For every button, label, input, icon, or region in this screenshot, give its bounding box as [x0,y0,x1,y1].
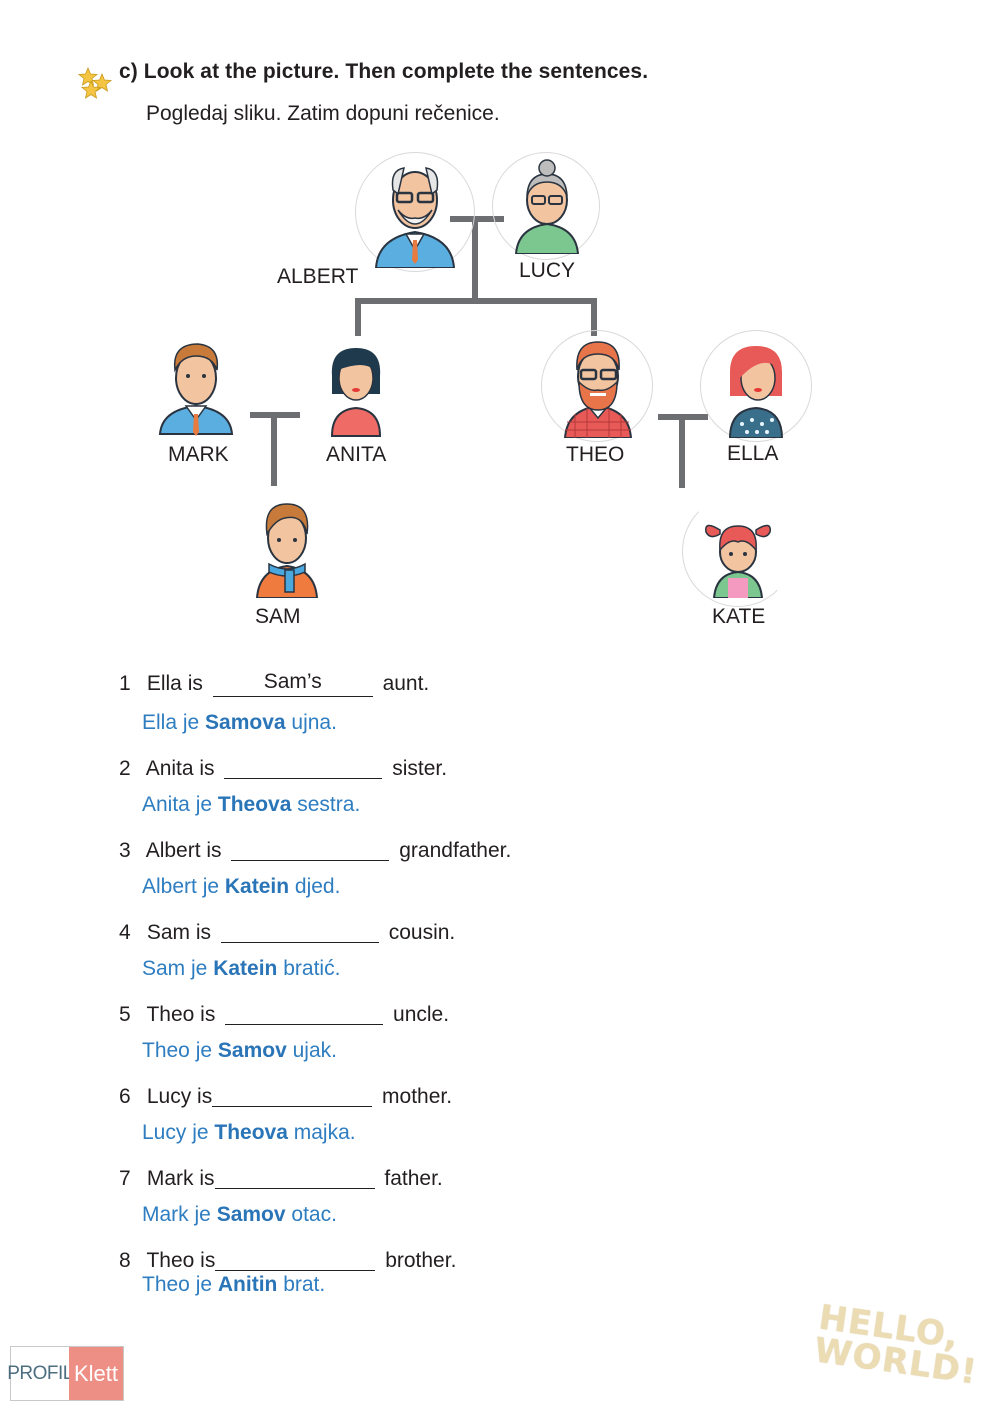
question-1: 1 Ella is Sam’s aunt. [119,670,430,697]
answer-text: Sam’s [263,670,322,693]
answer-blank-6[interactable] [212,1086,373,1107]
name-kate: KATE [712,605,766,628]
translation-6: Lucy je Theova majka. [142,1121,356,1144]
translation-2: Anita je Theova sestra. [142,793,361,816]
answer-blank-8[interactable] [215,1250,376,1271]
avatar-ella [728,346,784,438]
question-7: 7 Mark is father. [119,1167,443,1190]
translation-8: Theo je Anitin brat. [142,1273,326,1296]
translation-7: Mark je Samov otac. [142,1203,337,1226]
name-mark: MARK [168,443,229,466]
avatar-anita [330,348,382,437]
question-8: 8 Theo is brother. [119,1249,457,1272]
avatar-ring-ella [700,330,812,442]
question-text-before: Ella is [146,672,203,695]
publisher-logo-right: Klett [69,1347,123,1400]
avatar-sam [255,503,319,598]
exercise-subtitle: Pogledaj sliku. Zatim dopuni rečenice. [146,102,500,125]
avatar-theo [563,341,633,438]
stars-icon [78,66,113,99]
name-lucy: LUCY [519,259,576,282]
connector-albert-lucy-stem [472,216,478,302]
connector-to-kate [679,414,685,488]
connector-to-sam [271,412,277,486]
question-4: 4 Sam is cousin. [119,921,456,944]
question-3: 3 Albert is grandfather. [119,839,512,862]
answer-blank-4[interactable] [220,922,379,943]
translation-4: Sam je Katein bratić. [142,957,341,980]
name-ella: ELLA [727,442,779,465]
translation-5: Theo je Samov ujak. [142,1039,337,1062]
translation-1: Ella je Samova ujna. [142,711,337,734]
exercise-title: c) Look at the picture. Then complete th… [119,60,649,83]
name-anita: ANITA [326,443,387,466]
publisher-logo: PROFIL Klett [7,1346,124,1401]
avatar-albert [374,167,456,268]
avatar-ring-lucy [492,152,600,260]
avatar-ring-albert [355,152,475,272]
question-6: 6 Lucy is mother. [119,1085,453,1108]
series-logo: HELLO, WORLD! [811,1297,980,1393]
question-2: 2 Anita is sister. [119,757,448,780]
avatar-lucy [514,159,580,254]
avatar-ring-theo [541,330,653,442]
question-5: 5 Theo is uncle. [119,1003,450,1026]
name-albert: ALBERT [277,265,359,288]
answer-blank-2[interactable] [224,758,383,779]
name-theo: THEO [566,443,625,466]
answer-blank-5[interactable] [225,1004,384,1025]
answer-blank-7[interactable] [214,1168,375,1189]
translation-3: Albert je Katein djed. [142,875,341,898]
answer-blank-3[interactable] [231,840,390,861]
connector-children-bar [355,298,597,304]
answer-blank-1[interactable]: Sam’s [212,670,373,697]
connector-to-theo [591,298,597,336]
question-number: 1 [119,672,131,695]
avatar-kate [705,524,771,598]
connector-to-anita [355,298,361,336]
publisher-logo-left: PROFIL [7,1347,73,1400]
avatar-ring-kate [682,495,794,607]
avatar-mark [158,343,234,436]
name-sam: SAM [255,605,301,628]
question-text-after: aunt. [382,672,430,695]
